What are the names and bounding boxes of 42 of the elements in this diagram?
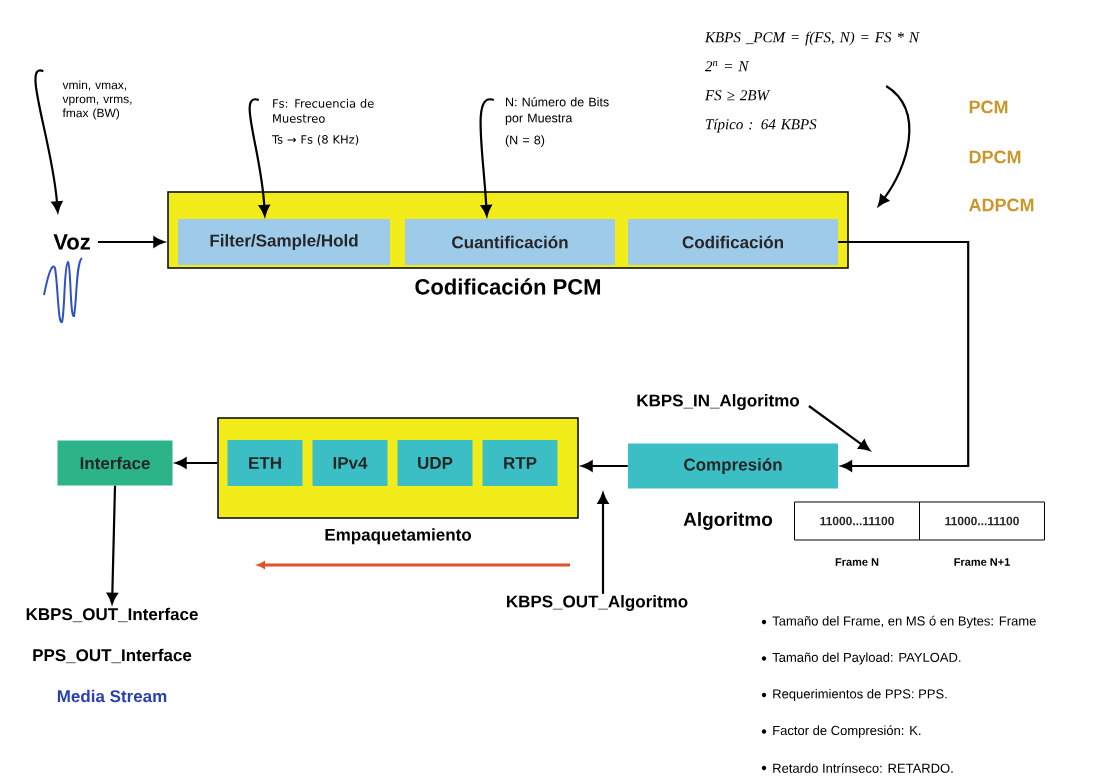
annotation-text: Fs: Frecuencia de Muestreo Ts → Fs (8 KHz) bbox=[272, 98, 374, 146]
node-label: Empaquetamiento bbox=[325, 528, 472, 545]
protocol-box: RTP bbox=[482, 440, 558, 486]
node-label: Frame N bbox=[835, 558, 879, 566]
leader-arrow bbox=[34, 69, 63, 213]
bullet-item: Requerimientos de PPS: PPS. bbox=[773, 688, 947, 702]
bullet-item: Retardo Intrínseco: RETARDO. bbox=[773, 763, 953, 773]
method-label: ADPCM bbox=[969, 198, 1034, 212]
frame-cell: 11000...11100 bbox=[919, 501, 1045, 541]
annotation-text: N: Número de Bits por Muestra (N = 8) bbox=[505, 97, 609, 147]
arrow bbox=[106, 485, 118, 604]
method-label: PCM bbox=[969, 100, 1008, 114]
protocol-box: IPv4 bbox=[312, 440, 388, 486]
leader-arrow bbox=[597, 492, 609, 594]
input-label: Voz bbox=[53, 234, 90, 250]
protocol-box: UDP bbox=[397, 440, 473, 486]
compression-box: Compresión bbox=[628, 443, 838, 489]
node-label: Frame N+1 bbox=[954, 558, 1010, 566]
frame-cell: 11000...11100 bbox=[794, 501, 920, 541]
interface-box: Interface bbox=[57, 440, 173, 486]
bullet-item: Factor de Compresión: K. bbox=[773, 725, 921, 738]
arrow bbox=[581, 460, 628, 472]
bullet-item: Tamaño del Payload: PAYLOAD. bbox=[772, 652, 961, 665]
leader-arrow bbox=[248, 98, 270, 217]
node-label: Algoritmo bbox=[683, 512, 773, 530]
protocol-box: ETH bbox=[227, 440, 303, 486]
arrow bbox=[838, 240, 970, 472]
output-label: KBPS_OUT_Interface PPS_OUT_Interface Media Stream bbox=[26, 607, 198, 703]
rate-label: KBPS_IN_Algoritmo bbox=[637, 394, 800, 410]
leader-arrow bbox=[808, 405, 871, 451]
formula-text: KBPS _PCM = f(FS, N) = FS * N 2$^{n}$ = N FS ≥ 2BW Típico : 64 KBPS bbox=[704, 31, 920, 133]
annotation-text: vmin, vmax, vprom, vrms, fmax (BW) bbox=[62, 80, 132, 120]
stage-box: Filter/Sample/Hold bbox=[178, 219, 390, 265]
bullet-item: Tamaño del Frame, en MS ó en Bytes: Frame bbox=[772, 615, 1036, 629]
node-label: Codificación PCM bbox=[415, 278, 601, 295]
arrow bbox=[97, 236, 165, 248]
method-label: DPCM bbox=[969, 150, 1021, 164]
leader-arrow bbox=[877, 85, 911, 207]
stage-box: Cuantificación bbox=[405, 219, 615, 265]
stage-box: Codificación bbox=[628, 219, 838, 265]
arrow bbox=[175, 457, 218, 469]
rate-label: KBPS_OUT_Algoritmo bbox=[507, 595, 688, 611]
